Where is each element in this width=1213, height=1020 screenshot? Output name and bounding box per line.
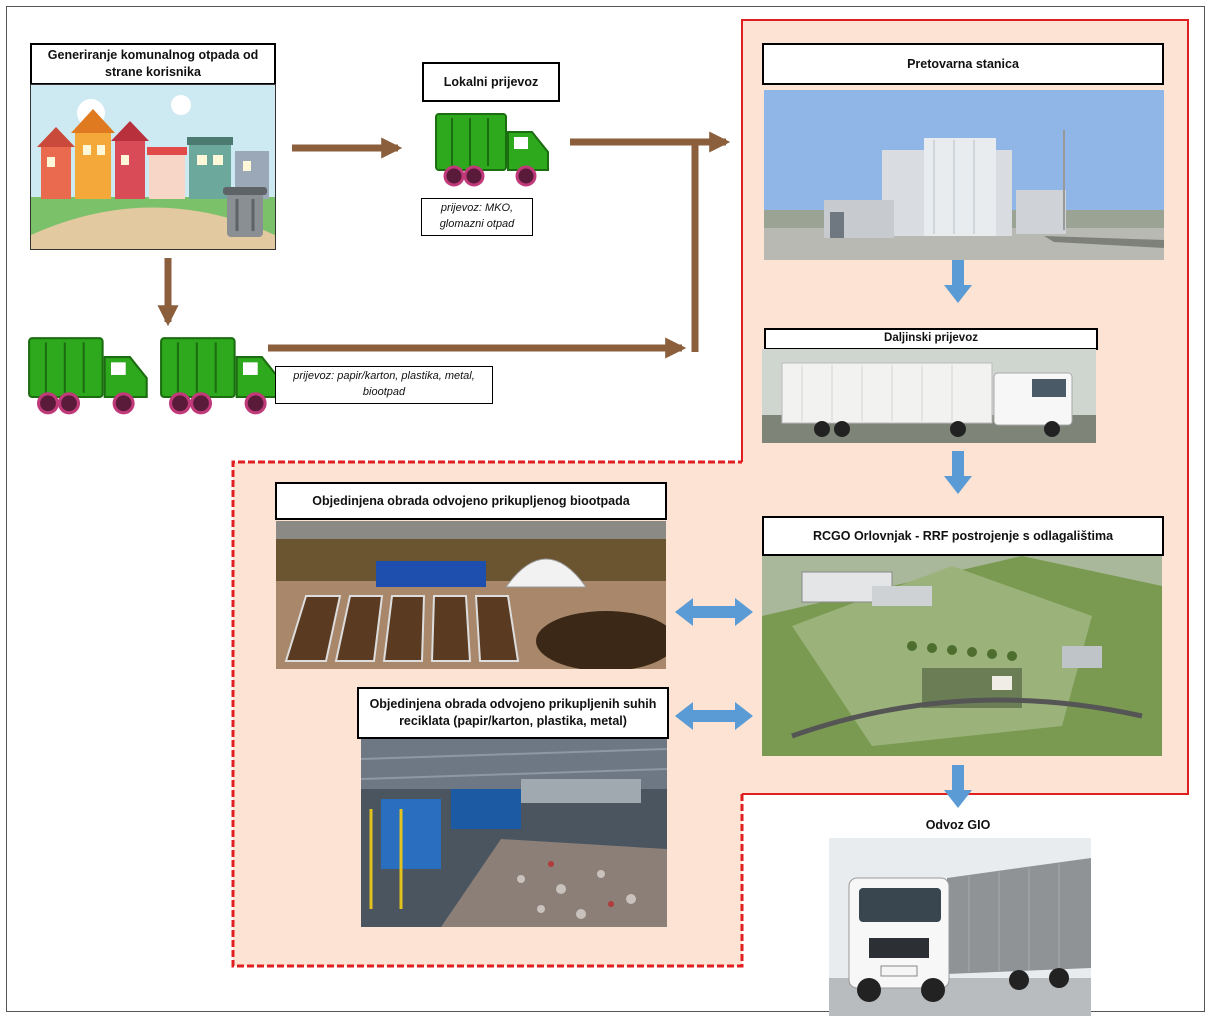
blue-flow-arrows [675, 260, 972, 808]
transfer-station-label: Pretovarna stanica [762, 43, 1164, 85]
green-truck-icon [434, 110, 554, 190]
zone-solid-border [741, 19, 1189, 795]
gio-export-label: Odvoz GIO [925, 818, 991, 832]
long-distance-label: Daljinski prijevoz [764, 328, 1098, 350]
gio-truck-photo [829, 838, 1091, 1016]
green-truck-icon [156, 334, 288, 418]
zone-dashed-border [231, 460, 744, 968]
local-transport-label: Lokalni prijevoz [422, 62, 560, 102]
dry-recyclables-photo [361, 739, 667, 927]
long-distance-truck-photo [762, 349, 1096, 443]
brown-flow-arrows [157, 131, 731, 359]
diagram-frame [6, 6, 1205, 1012]
rcgo-photo [762, 556, 1162, 756]
generation-label: Generiranje komunalnog otpada od strane … [30, 43, 276, 85]
bio-processing-label: Objedinjena obrada odvojeno prikupljenog… [275, 482, 667, 520]
transfer-station-photo [764, 90, 1164, 260]
separate-transport-note: prijevoz: papir/karton, plastika, metal,… [275, 366, 493, 404]
biowaste-processing-photo [276, 521, 666, 669]
town-illustration [30, 84, 276, 250]
rcgo-label: RCGO Orlovnjak - RRF postrojenje s odlag… [762, 516, 1164, 556]
dry-processing-label: Objedinjena obrada odvojeno prikupljenih… [357, 687, 669, 739]
green-truck-icon [24, 334, 156, 418]
local-transport-note: prijevoz: MKO, glomazni otpad [421, 198, 533, 236]
